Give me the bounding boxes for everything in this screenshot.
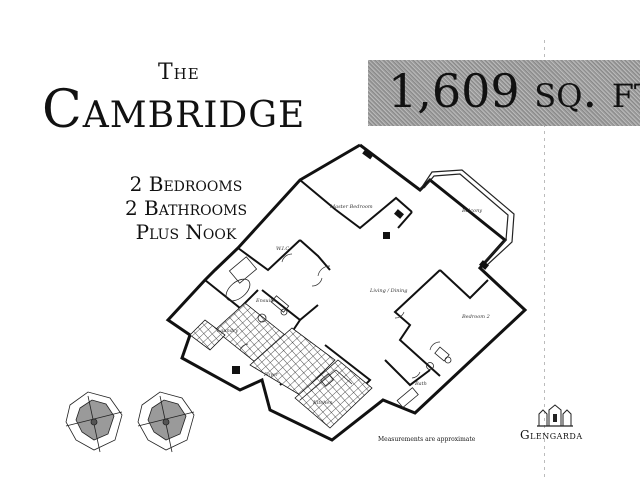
brand-name: Glengarda [520, 428, 583, 442]
door-swings [239, 253, 441, 379]
label-wic: W.I.C. [276, 246, 291, 252]
key-plan-left [65, 391, 123, 453]
label-balcony: Balcony [461, 208, 482, 214]
feature-list: 2 Bedrooms 2 Bathrooms Plus Nook [116, 172, 256, 244]
balcony-outline [419, 169, 515, 267]
ensuite-fixtures [225, 256, 290, 323]
label-laundry: Laundry [216, 328, 238, 334]
glengarda-logo-icon [537, 404, 573, 427]
measurements-note: Measurements are approximate [378, 436, 476, 443]
bath-fixtures [396, 346, 452, 409]
wall-stubs [232, 148, 489, 374]
scan-artifact-line [544, 40, 545, 480]
plan-title-prefix: The [158, 60, 200, 85]
label-bath: Bath [414, 381, 427, 387]
area-value: 1,609 sq. ft [388, 64, 640, 118]
feature-bathrooms: 2 Bathrooms [124, 196, 248, 220]
label-bedroom-2: Bedroom 2 [461, 314, 490, 320]
area-banner: 1,609 sq. ft [368, 60, 640, 126]
feature-bedrooms: 2 Bedrooms [129, 172, 243, 196]
label-foyer: Foyer [263, 372, 279, 378]
key-plan-right [137, 391, 195, 453]
label-ensuite: Ensuite [255, 298, 275, 304]
tiled-floors [189, 302, 373, 429]
label-living-dining: Living / Dining [369, 288, 407, 294]
plan-title: Cambridge [42, 80, 306, 140]
label-kitchen: Kitchen [312, 400, 333, 406]
feature-nook: Plus Nook [135, 220, 237, 244]
kitchen-counters [299, 369, 353, 401]
label-master-bedroom: Master Bedroom [329, 204, 373, 210]
